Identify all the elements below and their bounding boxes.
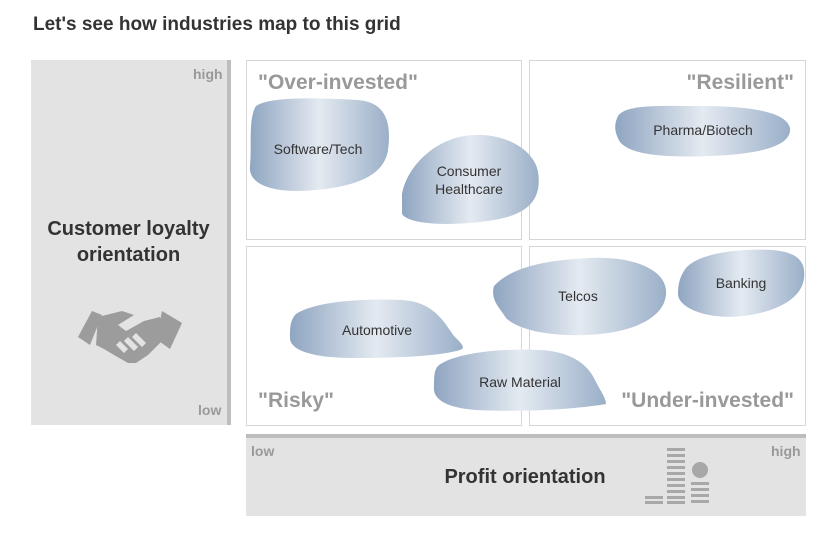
blob-software: [249, 98, 389, 191]
industry-label-consumer: Consumer Healthcare: [435, 163, 503, 197]
industry-label-raw-material: Raw Material: [479, 374, 561, 390]
blob-raw-material: [433, 349, 606, 411]
blob-pharma: [615, 105, 791, 157]
industry-label-software: Software/Tech: [273, 141, 363, 157]
handshake-icon: [78, 311, 182, 363]
y-axis-high-label: high: [193, 66, 223, 82]
quadrant-label-over-invested: "Over-invested": [258, 71, 418, 94]
y-axis-low-label: low: [198, 402, 222, 418]
industry-label-banking: Banking: [715, 275, 767, 291]
x-axis-high-label: high: [771, 443, 801, 459]
quadrant-label-resilient: "Resilient": [686, 71, 794, 94]
quadrant-label-under-invested: "Under-invested": [621, 389, 794, 412]
industry-label-automotive: Automotive: [341, 322, 413, 338]
page-title: Let's see how industries map to this gri…: [33, 14, 401, 35]
blob-telcos: [493, 257, 667, 336]
bar-chart-coins-icon: [645, 448, 709, 504]
x-axis-low-label: low: [251, 443, 275, 459]
blob-banking: [678, 249, 805, 317]
x-axis-panel: [246, 434, 806, 516]
y-axis-title: Customer loyalty orientation: [47, 218, 210, 266]
quadrant-label-risky: "Risky": [258, 389, 334, 412]
blob-consumer: [402, 134, 539, 224]
y-axis-panel: [31, 60, 231, 425]
blob-automotive: [290, 299, 463, 358]
industry-label-telcos: Telcos: [558, 288, 598, 304]
industry-label-pharma: Pharma/Biotech: [653, 122, 753, 138]
x-axis-title: Profit orientation: [444, 466, 606, 488]
